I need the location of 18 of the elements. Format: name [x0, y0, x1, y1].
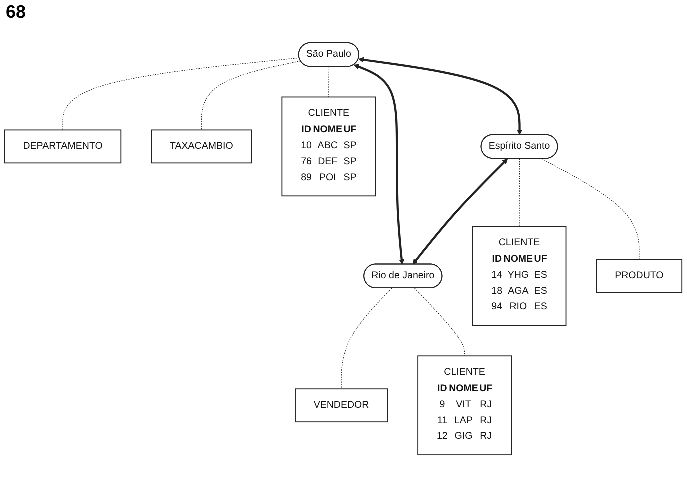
- connector: [542, 158, 640, 260]
- node-box: TAXACAMBIO: [151, 129, 252, 164]
- node-box: VENDEDOR: [295, 388, 388, 422]
- connector: [62, 57, 300, 130]
- node-box: PRODUTO: [596, 258, 683, 293]
- node-box: CLIENTE ID NOME UF 9 VIT RJ 11 LAP RJ 12 GIG RJ: [418, 355, 512, 456]
- node-box: CLIENTE ID NOMEUF 14 YHG ES 18 AGA ES 94 RIO ES: [472, 226, 567, 326]
- connector: [328, 66, 330, 98]
- arrow: [354, 64, 405, 264]
- connector: [414, 288, 466, 356]
- node-box: CLIENTE ID NOMEUF 10 ABC SP 76 DEF SP 89 POI SP: [282, 96, 376, 196]
- connector: [341, 288, 392, 389]
- arrow: [358, 56, 522, 135]
- connector: [519, 158, 520, 227]
- figure-number: 68: [6, 2, 26, 23]
- arrow: [412, 158, 508, 264]
- node-box: DEPARTAMENTO: [4, 129, 122, 164]
- connector: [201, 60, 302, 130]
